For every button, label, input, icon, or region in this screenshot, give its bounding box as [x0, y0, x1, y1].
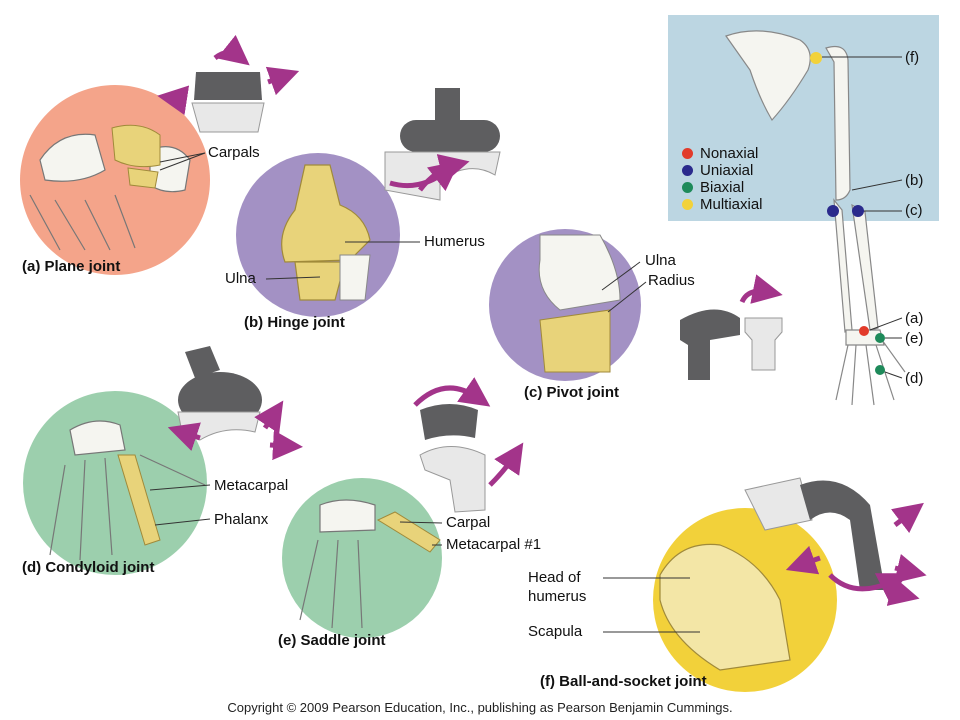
skeleton-label-f: (f): [905, 49, 920, 66]
copyright-notice: Copyright © 2009 Pearson Education, Inc.…: [227, 700, 733, 715]
label-head-of-humerus-line1: Head of: [528, 569, 581, 586]
legend-label-nonaxial: Nonaxial: [700, 145, 759, 162]
label-carpals: Carpals: [208, 144, 260, 161]
condyloid-joint-metacarpal: [117, 454, 161, 546]
legend-uniaxial: Uniaxial: [682, 162, 753, 179]
label-ulna-pivot: Ulna: [645, 252, 676, 269]
caption-ball-and-socket-joint: (f) Ball-and-socket joint: [540, 673, 707, 690]
condyloid-joint-model: [177, 346, 262, 441]
legend-nonaxial: Nonaxial: [682, 145, 758, 162]
legend-dot-biaxial: [682, 182, 693, 193]
label-scapula: Scapula: [528, 623, 583, 640]
marker-a: [859, 326, 869, 336]
plane-joint-arrows: [157, 34, 300, 116]
caption-hinge-joint: (b) Hinge joint: [244, 314, 345, 331]
legend-dot-multiaxial: [682, 199, 693, 210]
skeleton-label-c: (c): [905, 202, 923, 219]
arm-skeleton: [725, 30, 906, 406]
pivot-joint-arrow: [739, 274, 783, 304]
plane-joint-carpals: [111, 124, 161, 189]
plane-joint-model: [191, 72, 265, 133]
skeleton-label-d: (d): [905, 370, 924, 387]
label-metacarpal: Metacarpal: [214, 477, 289, 494]
legend-label-uniaxial: Uniaxial: [700, 162, 754, 179]
pivot-joint-model: [680, 309, 783, 380]
label-radius: Radius: [648, 272, 695, 289]
caption-plane-joint: (a) Plane joint: [22, 258, 121, 275]
ball-joint-arrows: [785, 502, 927, 606]
label-metacarpal-1: Metacarpal #1: [446, 536, 542, 553]
marker-b-1: [827, 205, 839, 217]
ball-joint-bones: [659, 543, 791, 671]
saddle-joint-metacarpal: [376, 511, 441, 553]
legend-multiaxial: Multiaxial: [682, 196, 763, 213]
skeleton-label-a: (a): [905, 310, 924, 327]
legend-dot-nonaxial: [682, 148, 693, 159]
condyloid-joint-background: [23, 391, 207, 575]
skeleton-label-e: (e): [905, 330, 924, 347]
condyloid-joint-arrows: [167, 400, 303, 461]
plane-joint-background: [20, 85, 210, 275]
legend-label-biaxial: Biaxial: [700, 179, 745, 196]
caption-condyloid-joint: (d) Condyloid joint: [22, 559, 155, 576]
label-ulna-hinge: Ulna: [225, 270, 256, 287]
hinge-joint-radius: [339, 254, 371, 301]
legend-label-multiaxial: Multiaxial: [700, 196, 763, 213]
saddle-joint-model: [419, 404, 486, 513]
plane-joint-bones: [29, 133, 191, 251]
ball-joint-model: [744, 477, 885, 590]
skeleton-label-b: (b): [905, 172, 924, 189]
legend-dot-uniaxial: [682, 165, 693, 176]
legend-biaxial: Biaxial: [682, 179, 744, 196]
marker-d: [875, 365, 885, 375]
label-phalanx: Phalanx: [214, 511, 269, 528]
condyloid-joint-bones: [49, 420, 206, 561]
saddle-leader-lines: [399, 521, 443, 546]
label-leader-lines: [159, 152, 420, 280]
caption-saddle-joint: (e) Saddle joint: [278, 632, 386, 649]
pivot-joint-bones: [538, 234, 621, 373]
marker-e: [875, 333, 885, 343]
hinge-joint-arrows: [389, 154, 470, 192]
saddle-joint-arrows: [413, 377, 524, 487]
pivot-leader-lines: [601, 261, 647, 313]
skeleton-leader-lines: [822, 56, 903, 379]
hinge-joint-bones: [281, 164, 371, 301]
ball-leader-lines: [603, 577, 700, 633]
condyloid-leader-lines: [149, 484, 211, 526]
label-head-of-humerus-line2: humerus: [528, 588, 587, 605]
marker-b-2: [852, 205, 864, 217]
caption-pivot-joint: (c) Pivot joint: [524, 384, 619, 401]
label-carpal: Carpal: [446, 514, 491, 531]
label-humerus: Humerus: [424, 233, 485, 250]
saddle-joint-bones: [299, 499, 376, 629]
marker-f: [810, 52, 822, 64]
